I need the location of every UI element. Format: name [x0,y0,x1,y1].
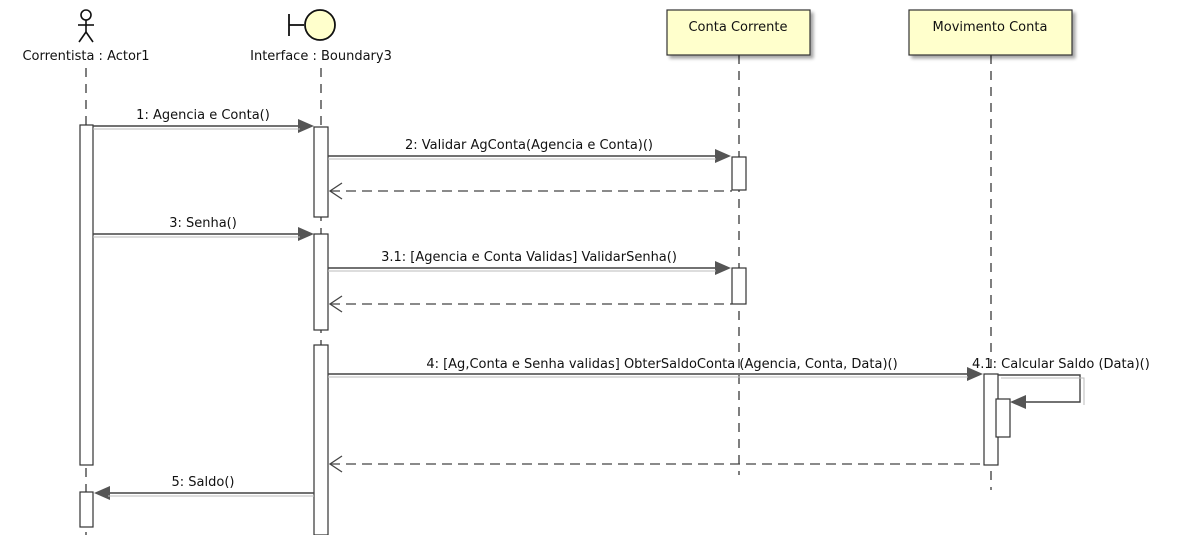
message-2-label: 2: Validar AgConta(Agencia e Conta)() [405,138,653,153]
message-3-label: 3: Senha() [169,216,237,231]
message-2-return-arrow [328,182,732,200]
message-3-arrow [93,227,314,241]
participant-label-interface: Interface : Boundary3 [250,49,392,64]
message-4-1-label: 4.1: Calcular Saldo (Data)() [972,357,1150,372]
message-5-arrow [94,486,314,500]
participant-label-conta-corrente: Conta Corrente [688,20,787,35]
activation-interface-1 [313,126,329,218]
message-4-arrow [328,367,983,381]
message-3-1-return-arrow [328,295,732,313]
message-1-label: 1: Agencia e Conta() [136,108,270,123]
message-4-label: 4: [Ag,Conta e Senha validas] ObterSaldo… [426,357,897,372]
message-3-1-label: 3.1: [Agencia e Conta Validas] ValidarSe… [381,250,677,265]
message-4-1-self-arrow [998,374,1085,409]
activation-interface-3 [313,344,329,535]
activation-movimento-conta-2 [995,398,1011,438]
message-2-arrow [328,149,731,163]
participant-label-correntista: Correntista : Actor1 [22,49,149,64]
actor-stick-figure-icon [78,9,94,43]
participant-box-conta-corrente: Conta Corrente [666,9,811,56]
activation-conta-corrente-2 [731,267,747,305]
message-3-1-arrow [328,261,731,275]
activation-conta-corrente-1 [731,156,747,191]
participant-label-movimento-conta: Movimento Conta [933,20,1048,35]
boundary-icon [288,9,336,41]
participant-box-movimento-conta: Movimento Conta [908,9,1073,56]
activation-interface-2 [313,233,329,331]
activation-correntista-1 [79,124,94,466]
message-4-return-arrow [328,455,984,473]
message-1-arrow [93,119,314,133]
activation-correntista-2 [79,491,94,528]
message-5-label: 5: Saldo() [172,475,235,490]
